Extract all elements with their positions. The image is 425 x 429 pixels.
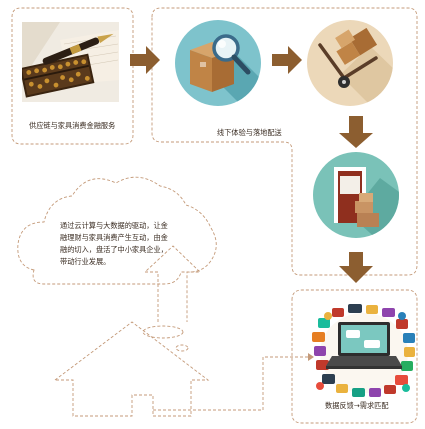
cloud-upload-arrow <box>143 245 202 322</box>
connector-line <box>153 356 308 411</box>
abacus-pen-photo <box>22 22 119 102</box>
thought-bubble-small <box>175 344 189 352</box>
description-line: 融理财与家具消费产生互动，由金 <box>60 233 168 242</box>
label-data-feedback: 数据反馈→需求匹配 <box>325 401 389 410</box>
hand-truck-boxes-icon <box>307 20 393 106</box>
label-finance-service: 供应链与家具消费金融服务 <box>29 121 116 130</box>
connector-arrowhead <box>308 353 314 361</box>
house-outline <box>53 321 210 417</box>
frame-logistics <box>151 7 418 276</box>
label-offline-experience: 线下体验与落地配送 <box>217 128 282 137</box>
thought-bubble-large <box>142 325 184 339</box>
arrow-truck-to-door <box>339 116 373 148</box>
arrow-door-to-laptop <box>339 252 373 283</box>
frame-feedback <box>291 289 418 424</box>
door-boxes-icon <box>313 152 399 238</box>
description-line: 带动行业发展。 <box>60 257 111 266</box>
cloud-outline <box>17 176 217 285</box>
arrow-finance-to-box <box>130 46 160 74</box>
box-magnifier-icon <box>175 20 261 106</box>
description-line: 通过云计算与大数据的驱动，让金 <box>60 221 168 230</box>
description-line: 融的切入，盘活了中小家具企业， <box>60 245 168 254</box>
frame-finance <box>11 7 134 145</box>
arrow-box-to-truck <box>272 46 302 74</box>
laptop-chat-bubbles-icon <box>312 304 415 397</box>
cloud-description: 通过云计算与大数据的驱动，让金 融理财与家具消费产生互动，由金 融的切入，盘活了… <box>60 220 182 268</box>
